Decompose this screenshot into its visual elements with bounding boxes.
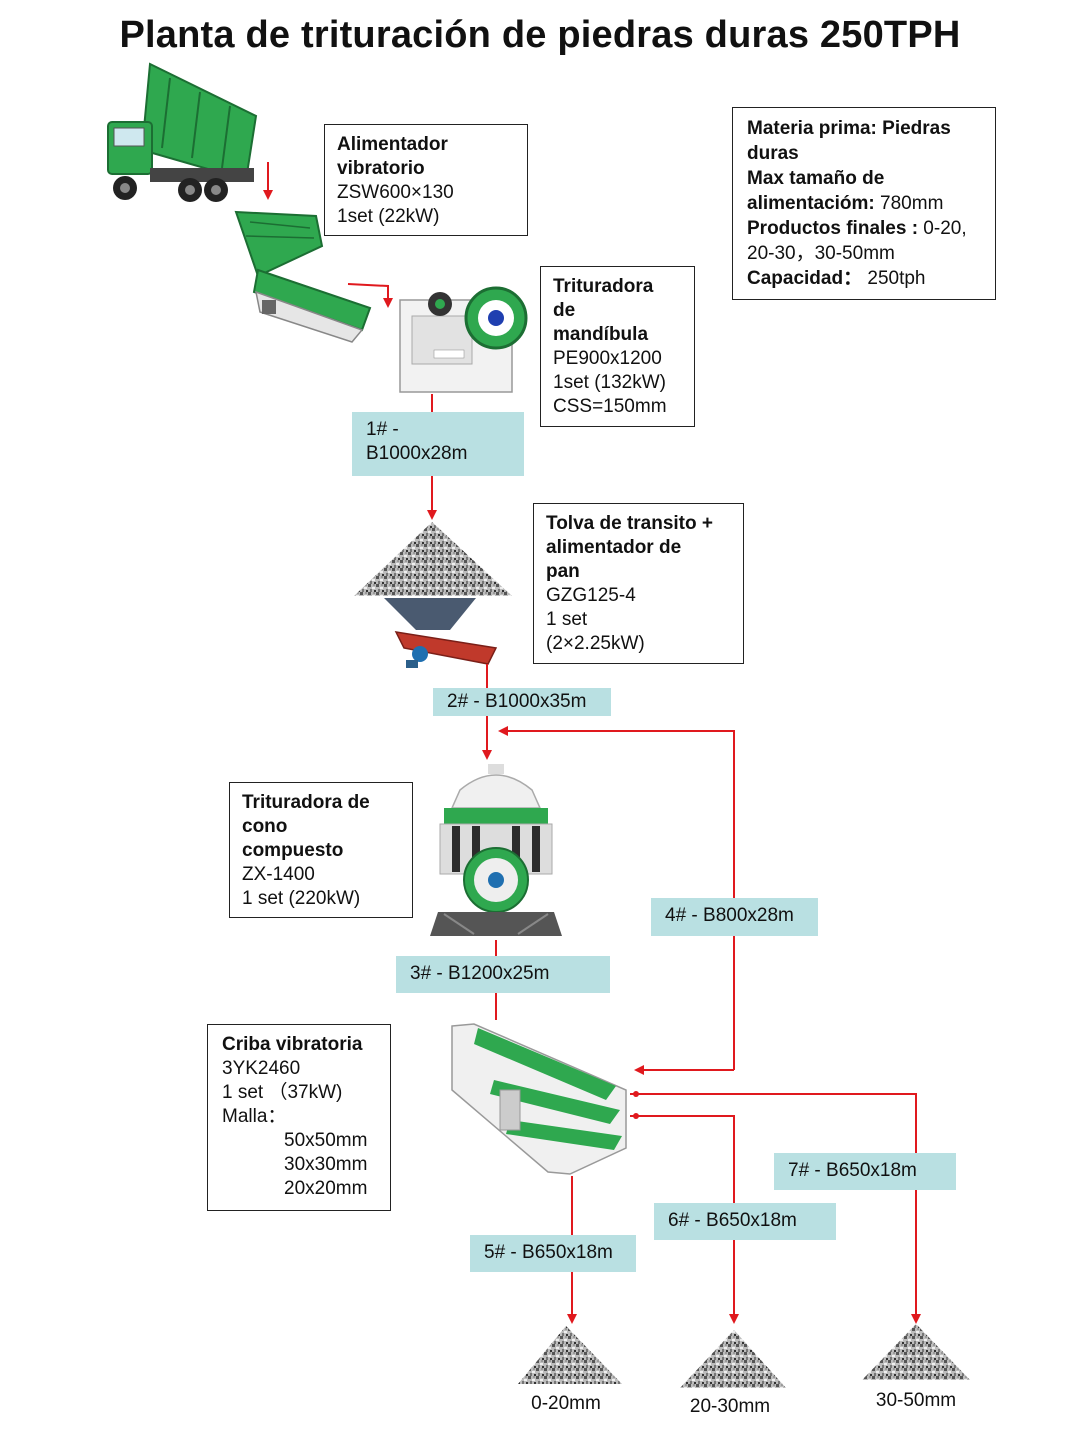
feed-size-label: Max tamaño de alimentacióm: (747, 168, 885, 214)
final-products-value: 0-20, 20-30，30-50mm (747, 218, 967, 264)
feeder-spec: 1set (22kW) (337, 206, 440, 227)
vibrating-screen-box: Criba vibratoria 3YK2460 1 set （37kW) Ma… (207, 1024, 391, 1211)
vibrating-screen-icon (451, 1023, 627, 1175)
page-title: Planta de trituración de piedras duras 2… (119, 14, 961, 56)
jaw-name-1: Trituradora (553, 276, 654, 297)
product-label-0-20: 0-20mm (531, 1393, 601, 1414)
belt-1-line-2: B1000x28m (366, 443, 468, 464)
cone-name-2: cono (242, 816, 288, 837)
jaw-name-3: mandíbula (553, 324, 649, 345)
screen-mesh-2: 30x30mm (284, 1154, 368, 1175)
hopper-feeder-box: Tolva de transito + alimentador de pan G… (533, 503, 744, 664)
feeder-name-2: vibratorio (337, 158, 425, 179)
product-pile-0-20 (518, 1326, 622, 1384)
jaw-name-2: de (553, 300, 576, 321)
vibrating-feeder-box: Alimentador vibratorio ZSW600×130 1set (… (324, 124, 528, 236)
hopper-name-3: pan (546, 561, 580, 582)
cone-name-3: compuesto (242, 840, 344, 861)
jaw-crusher-icon (399, 286, 528, 393)
dump-truck-icon (107, 62, 258, 202)
belt-3-label: 3# - B1200x25m (396, 956, 610, 993)
vibrating-feeder-icon (234, 210, 372, 343)
final-products-label: Productos finales : (747, 218, 919, 239)
jaw-crusher-box: Trituradora de mandíbula PE900x1200 1set… (540, 266, 695, 427)
cone-name-1: Trituradora de (242, 792, 370, 813)
product-label-20-30: 20-30mm (689, 1396, 771, 1417)
jaw-model: PE900x1200 (553, 348, 662, 369)
feeder-name-1: Alimentador (337, 134, 448, 155)
product-label-30-50: 30-50mm (875, 1390, 957, 1411)
belt-5-label: 5# - B650x18m (470, 1235, 636, 1272)
belt-1-line-1: 1# - (366, 419, 399, 440)
cone-crusher-box: Trituradora de cono compuesto ZX-1400 1 … (229, 782, 413, 918)
screen-model: 3YK2460 (222, 1058, 301, 1079)
screen-mesh-label: Malla： (222, 1106, 287, 1127)
product-pile-30-50 (862, 1324, 970, 1380)
cone-spec: 1 set (220kW) (242, 888, 361, 909)
feed-size-value: 780mm (874, 193, 944, 214)
screen-mesh-1: 50x50mm (284, 1130, 368, 1151)
belt-4-label: 4# - B800x28m (651, 898, 818, 936)
belt-7-label: 7# - B650x18m (774, 1153, 956, 1190)
screen-mesh-3: 20x20mm (284, 1178, 368, 1199)
hopper-name-2: alimentador de (546, 537, 682, 558)
jaw-css: CSS=150mm (553, 396, 667, 417)
product-pile-20-30 (680, 1330, 786, 1388)
raw-material-label: Materia prima: Piedras duras (747, 118, 951, 164)
cone-model: ZX-1400 (242, 864, 315, 885)
jaw-spec: 1set (132kW) (553, 372, 666, 393)
capacity-label: Capacidad： (747, 268, 863, 289)
hopper-spec: 1 set (546, 609, 588, 630)
screen-spec: 1 set （37kW) (222, 1082, 343, 1103)
hopper-model: GZG125-4 (546, 585, 636, 606)
screen-name: Criba vibratoria (222, 1034, 363, 1055)
belt-1-label: 1# - B1000x28m (352, 412, 524, 476)
feeder-model: ZSW600×130 (337, 182, 454, 203)
plant-specs-box: Materia prima: Piedras duras Max tamaño … (732, 107, 996, 300)
cone-crusher-icon (430, 764, 562, 936)
hopper-power: (2×2.25kW) (546, 633, 645, 654)
capacity-value: 250tph (862, 268, 926, 289)
hopper-name-1: Tolva de transito + (546, 513, 713, 534)
surge-hopper-icon (354, 522, 512, 668)
belt-6-label: 6# - B650x18m (654, 1203, 836, 1240)
belt-2-label: 2# - B1000x35m (433, 688, 611, 716)
